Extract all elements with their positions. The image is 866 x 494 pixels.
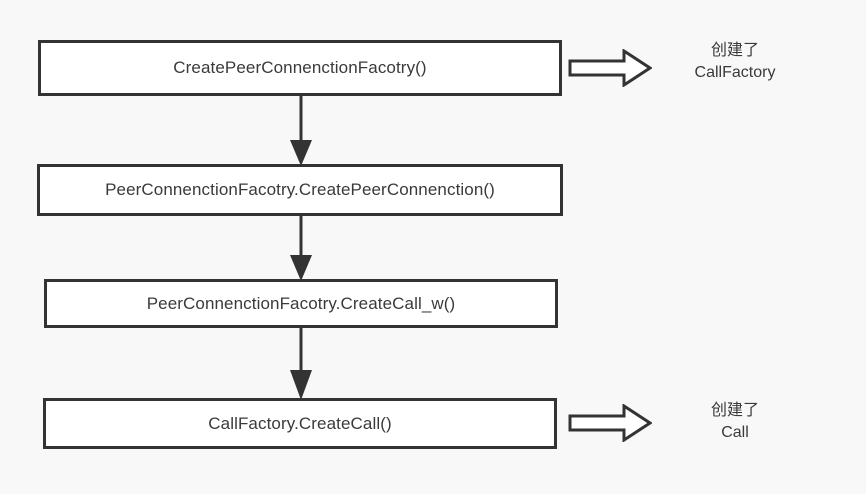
annotation-line-1: 创建了 — [710, 402, 759, 419]
arrow-down-icon — [290, 213, 312, 281]
connector-arrow-node2-to-node3 — [278, 213, 324, 283]
hollow-block-arrow-right-icon — [568, 49, 652, 87]
flow-node-create-call-w[interactable]: PeerConnenctionFacotry.CreateCall_w() — [44, 279, 558, 328]
flow-node-create-peer-connection-factory[interactable]: CreatePeerConnenctionFacotry() — [38, 40, 562, 96]
connector-arrow-node3-to-node4 — [278, 326, 324, 402]
annotation-created-call: 创建了 Call — [660, 400, 810, 444]
annotation-created-callfactory: 创建了 CallFactory — [660, 40, 810, 84]
hollow-block-arrow-right-shape — [568, 404, 652, 442]
hollow-block-arrow-right-icon — [568, 404, 652, 442]
flow-node-label: PeerConnenctionFacotry.CreateCall_w() — [146, 293, 456, 313]
arrow-down-icon — [290, 94, 312, 166]
annotation-line-2: Call — [721, 424, 749, 442]
annotation-line-1: 创建了 — [710, 42, 759, 59]
annotation-line-2: CallFactory — [694, 64, 776, 82]
arrow-down-icon — [290, 326, 312, 400]
flow-node-label: CallFactory.CreateCall() — [208, 413, 392, 433]
flow-node-label: PeerConnenctionFacotry.CreatePeerConnenc… — [105, 180, 495, 199]
flow-node-call-factory-create-call[interactable]: CallFactory.CreateCall() — [43, 398, 557, 449]
flow-node-label: CreatePeerConnenctionFacotry() — [173, 58, 427, 77]
flow-node-create-peer-connection[interactable]: PeerConnenctionFacotry.CreatePeerConnenc… — [37, 164, 563, 216]
connector-arrow-node1-to-node2 — [278, 94, 324, 168]
hollow-block-arrow-right-shape — [568, 49, 652, 87]
